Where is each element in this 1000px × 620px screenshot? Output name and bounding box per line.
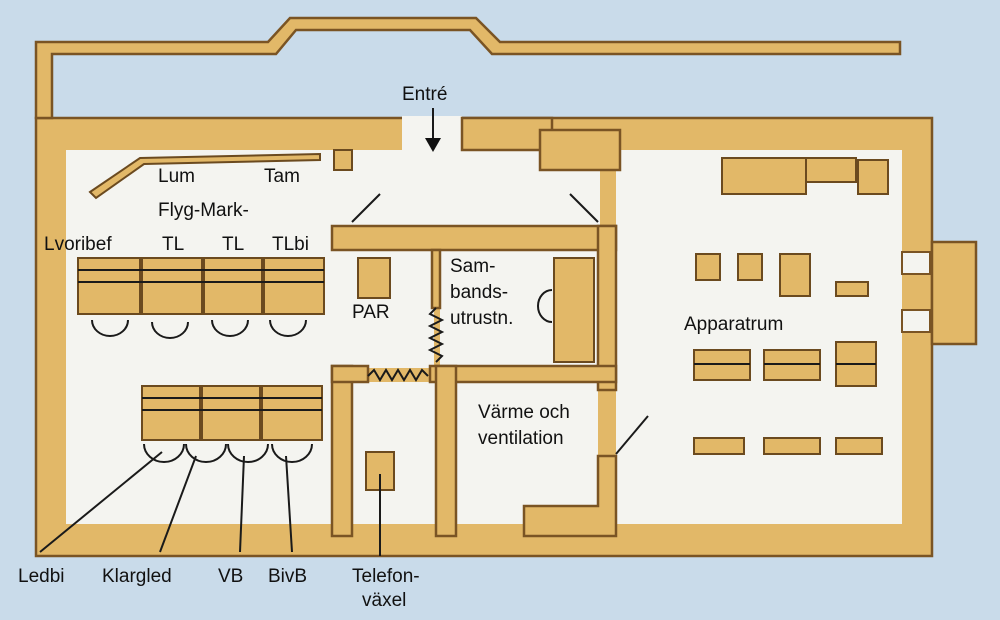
east-annex xyxy=(930,240,978,346)
label-sambands-3: utrustn. xyxy=(450,308,513,329)
label-flyg-mark: Flyg-Mark- xyxy=(158,200,249,221)
curtain-horizontal xyxy=(367,368,429,382)
wall-hall-south xyxy=(330,224,618,252)
entrance-arrowhead xyxy=(425,138,441,152)
label-varme-2: ventilation xyxy=(478,428,564,449)
annex-window-2 xyxy=(901,309,931,333)
leader-vb xyxy=(239,455,245,553)
label-lvoribef: Lvoribef xyxy=(44,234,112,255)
leader-bivb xyxy=(285,455,293,553)
lower-console xyxy=(141,385,323,441)
label-tl-1: TL xyxy=(162,234,184,255)
upper-console-chairs xyxy=(91,319,307,339)
wall-mid-horizontal xyxy=(428,364,618,384)
annex-window-1 xyxy=(901,251,931,275)
label-lum: Lum xyxy=(158,166,195,187)
lum-tam-shelf xyxy=(88,152,321,200)
floor-apparatrum xyxy=(616,150,902,524)
floor-varme xyxy=(456,382,598,524)
label-par: PAR xyxy=(352,302,390,323)
leader-klargled xyxy=(159,455,197,553)
varme-pointer xyxy=(615,415,649,455)
leader-ledbi xyxy=(39,451,163,553)
wall-varme-step xyxy=(522,454,618,538)
wall-tele-top xyxy=(330,364,370,384)
label-tlbi: TLbi xyxy=(272,234,309,255)
label-apparatrum: Apparatrum xyxy=(684,314,783,335)
sambands-chair xyxy=(537,289,553,323)
label-tam: Tam xyxy=(264,166,300,187)
label-sambands-2: bands- xyxy=(450,282,508,303)
wall-sambands-east xyxy=(596,224,618,392)
wall-tele-west xyxy=(330,364,354,538)
north-wall-notch xyxy=(538,128,622,172)
north-wall-east-cut xyxy=(460,116,554,152)
label-vb: VB xyxy=(218,566,243,587)
par-box xyxy=(357,257,391,299)
curtain-vertical xyxy=(427,307,445,363)
label-klargled: Klargled xyxy=(102,566,172,587)
label-telefon-2: växel xyxy=(362,590,406,611)
sambands-cabinet xyxy=(553,257,595,363)
tam-box xyxy=(333,149,353,171)
label-entrance: Entré xyxy=(402,84,447,105)
lower-console-chairs xyxy=(143,443,313,463)
label-sambands-1: Sam- xyxy=(450,256,495,277)
label-tl-2: TL xyxy=(222,234,244,255)
label-bivb: BivB xyxy=(268,566,307,587)
hall-diagonal-left xyxy=(351,193,381,223)
hall-diagonal-right xyxy=(569,193,599,223)
wall-par-divider xyxy=(430,248,442,310)
label-ledbi: Ledbi xyxy=(18,566,65,587)
upper-console xyxy=(77,257,325,315)
label-telefon-1: Telefon- xyxy=(352,566,420,587)
wall-tele-east xyxy=(434,364,458,538)
label-varme-1: Värme och xyxy=(478,402,570,423)
apparatrum-equipment xyxy=(693,157,889,455)
corridor-wall xyxy=(34,16,902,120)
